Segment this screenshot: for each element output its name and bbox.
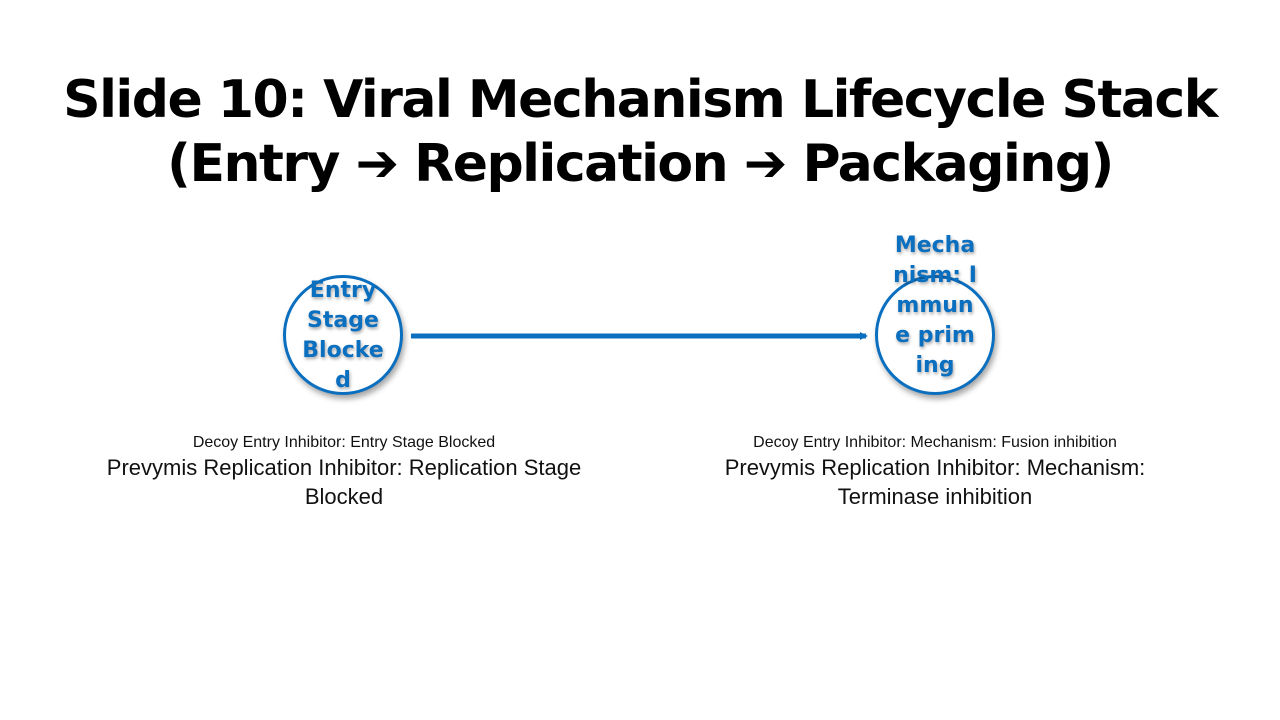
- mechanism-node: [875, 275, 995, 395]
- mechanism-node-label: Mechanism: Immune priming: [893, 233, 977, 378]
- slide-title-line-2: (Entry ➔ Replication ➔ Packaging): [167, 134, 1114, 194]
- mechanism-decoy-caption: Decoy Entry Inhibitor: Mechanism: Fusion…: [753, 434, 1117, 451]
- entry-stage-node: [283, 275, 403, 395]
- slide-title-line-1: Slide 10: Viral Mechanism Lifecycle Stac…: [63, 70, 1218, 130]
- slide-title: Slide 10: Viral Mechanism Lifecycle Stac…: [60, 68, 1220, 196]
- entry-prevymis-caption: Prevymis Replication Inhibitor: Replicat…: [106, 455, 582, 509]
- mechanism-prevymis-caption: Prevymis Replication Inhibitor: Mechanis…: [724, 455, 1146, 509]
- entry-stage-node-label: Entry Stage Blocked: [302, 278, 384, 393]
- entry-decoy-caption: Decoy Entry Inhibitor: Entry Stage Block…: [192, 434, 496, 451]
